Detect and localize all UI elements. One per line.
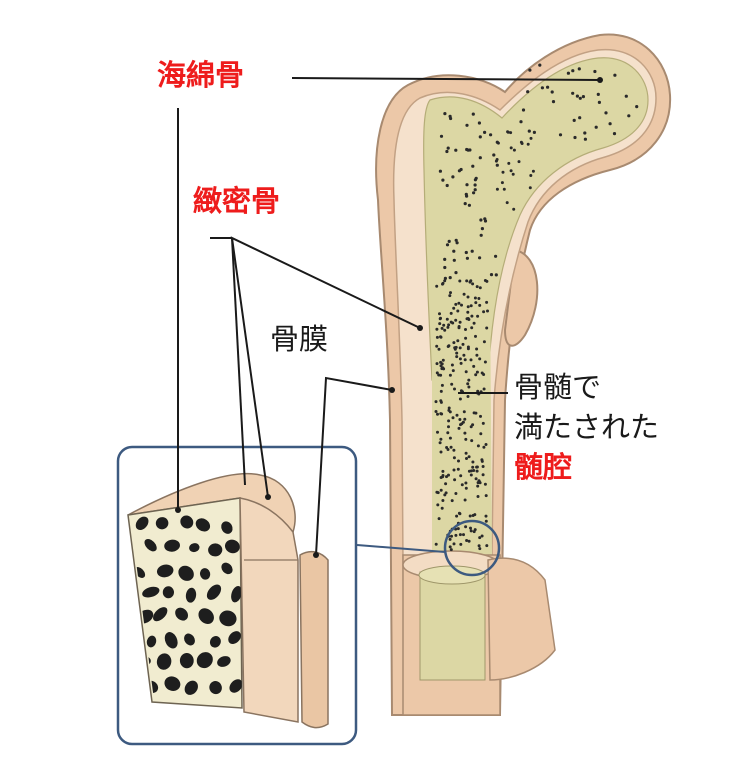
leader-lines <box>177 77 601 556</box>
trabecular-dots <box>434 63 639 552</box>
label-periosteum: 骨膜 <box>270 322 329 356</box>
block-top-face <box>127 473 296 534</box>
detail-connector <box>356 544 446 553</box>
label-medullary-cavity: 髄腔 <box>514 450 573 484</box>
label-marrow-line1: 骨髄で <box>514 370 602 404</box>
label-marrow-line2: 満たされた <box>514 410 660 444</box>
block-periosteum-layer <box>299 550 329 729</box>
block-compact-face <box>239 497 299 723</box>
label-compact-bone: 緻密骨 <box>193 184 281 218</box>
medullary-cavity-region <box>432 280 492 555</box>
shaft-marrow-cylinder <box>419 571 486 681</box>
shaft-side-wall <box>487 557 556 681</box>
label-spongy-bone: 海綿骨 <box>157 58 245 92</box>
detail-circle <box>443 519 501 577</box>
